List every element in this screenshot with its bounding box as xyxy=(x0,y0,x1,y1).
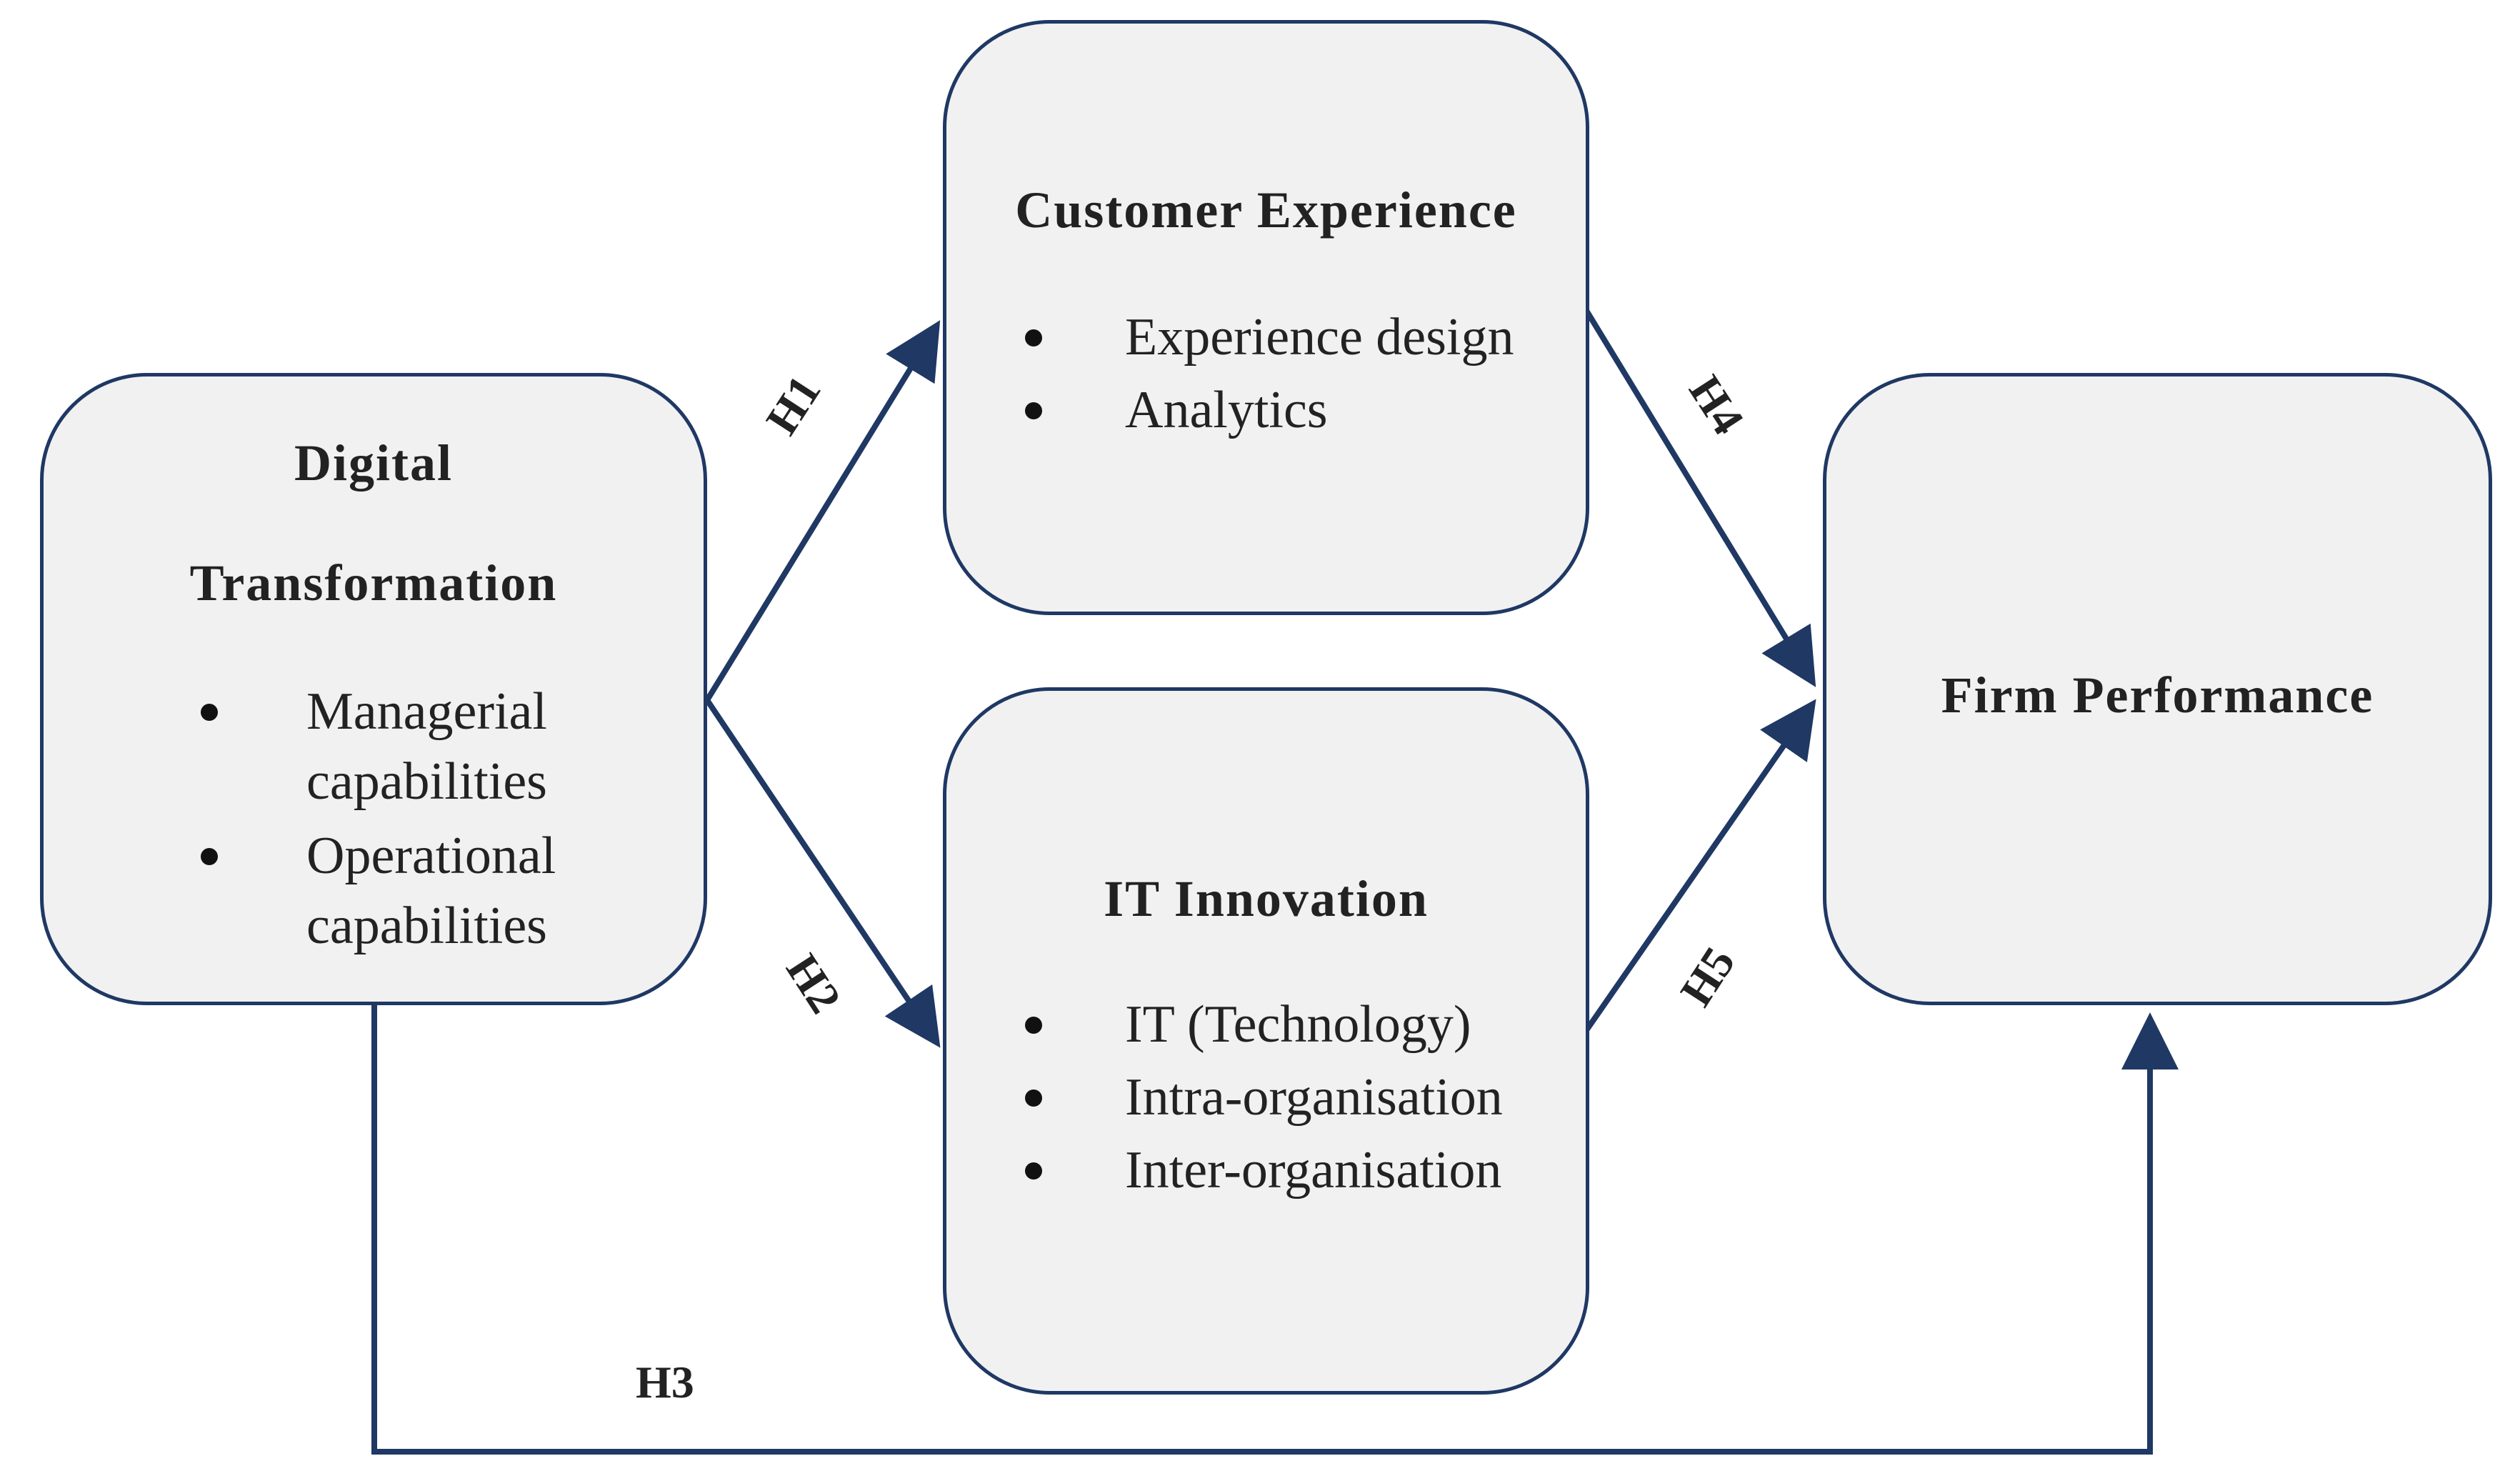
firm-performance-title: Firm Performance xyxy=(1941,667,2374,724)
bullet-item: Analytics xyxy=(946,375,1575,445)
bullet-text: Intra-organisation xyxy=(1125,1068,1503,1127)
bullet-item: IT (Technology) xyxy=(946,989,1575,1059)
bullet-item: Intra-organisation xyxy=(946,1062,1575,1132)
bullet-text-line1: Managerial xyxy=(306,682,547,741)
bullet-text-line2: capabilities xyxy=(306,752,547,811)
bullet-text: Inter-organisation xyxy=(1125,1141,1502,1200)
bullet-text-line1: Operational xyxy=(306,827,556,885)
bullet-item: Operational capabilities xyxy=(44,821,686,964)
bullet-dot xyxy=(1025,402,1042,419)
bullet-item: Inter-organisation xyxy=(946,1135,1575,1205)
digital-transformation-title-line1: Digital xyxy=(294,434,453,492)
bullet-dot xyxy=(1025,1162,1042,1180)
digital-transformation-title-line2: Transformation xyxy=(189,554,558,612)
bullet-dot xyxy=(1025,329,1042,346)
bullet-dot xyxy=(201,848,218,865)
customer-experience-box: Customer Experience Experience design An… xyxy=(943,20,1589,615)
it-innovation-box: IT Innovation IT (Technology) Intra-orga… xyxy=(943,687,1589,1395)
it-innovation-title: IT Innovation xyxy=(1104,870,1429,927)
bullet-dot xyxy=(1025,1017,1042,1034)
hypothesis-label-h3: H3 xyxy=(636,1357,694,1407)
firm-performance-box: Firm Performance xyxy=(1823,373,2492,1005)
bullet-dot xyxy=(1025,1089,1042,1107)
bullet-item: Managerial capabilities xyxy=(44,677,686,819)
arrow-h4 xyxy=(1577,298,1816,687)
bullet-text: IT (Technology) xyxy=(1125,995,1471,1054)
arrow-h5 xyxy=(1577,699,1816,1042)
customer-experience-title: Customer Experience xyxy=(1015,181,1517,239)
bullet-text-line2: capabilities xyxy=(306,897,547,955)
bullet-dot xyxy=(201,704,218,721)
bullet-text: Experience design xyxy=(1125,308,1514,366)
bullet-text: Analytics xyxy=(1125,381,1328,439)
arrow-h2 xyxy=(704,698,941,1048)
bullet-item: Experience design xyxy=(946,302,1575,372)
digital-transformation-box: Digital Transformation Managerial capabi… xyxy=(40,373,707,1005)
arrow-h1 xyxy=(704,320,941,702)
arrow-h3 xyxy=(371,1004,2179,1455)
